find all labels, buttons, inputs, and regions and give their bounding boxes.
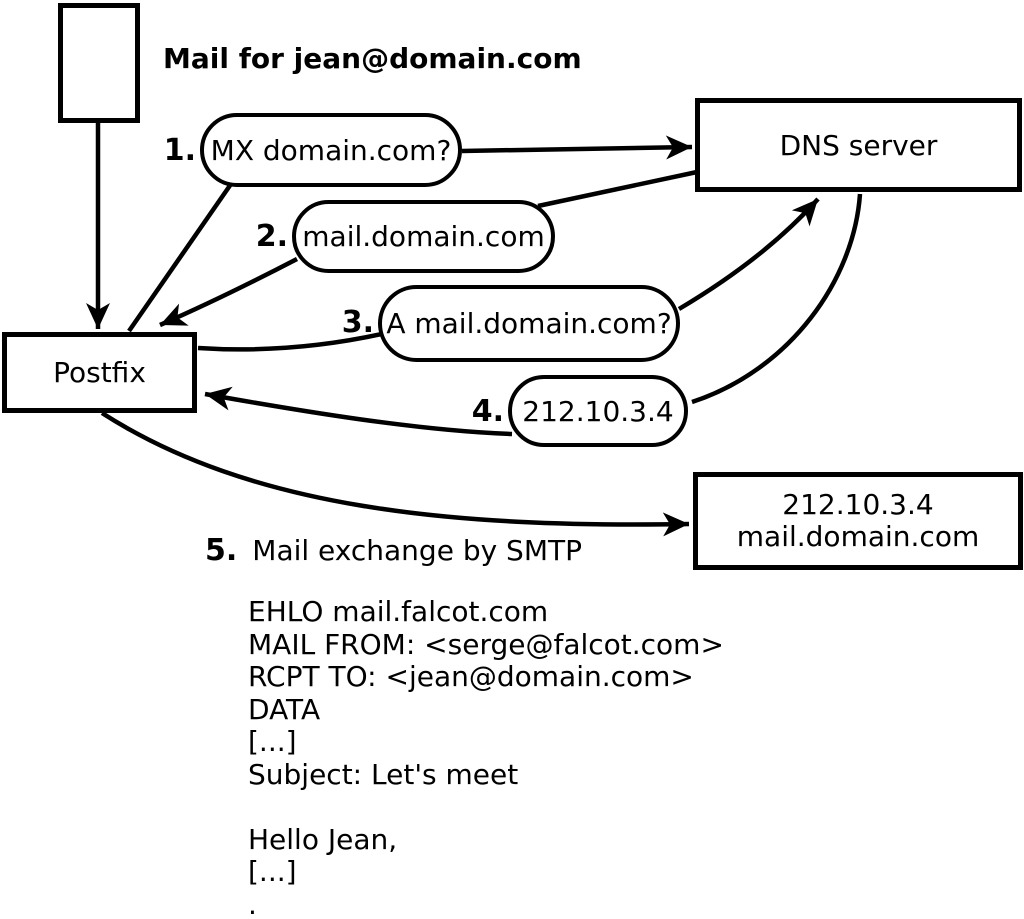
arrow-a-query-to-dns <box>677 197 820 311</box>
dns-server-label: DNS server <box>779 128 938 162</box>
step-1-label: MX domain.com? <box>210 133 452 167</box>
postfix-node: Postfix <box>2 332 197 413</box>
step-5-label: Mail exchange by SMTP <box>252 534 582 567</box>
smtp-session-transcript: EHLO mail.falcot.com MAIL FROM: <serge@f… <box>248 595 724 919</box>
diagram-title: Mail for jean@domain.com <box>163 42 582 75</box>
arrow-mx-answer-to-postfix <box>159 257 299 328</box>
arrow-postfix-to-mailserver-smtp <box>100 411 690 537</box>
arrow-mx-query-to-dns <box>461 135 693 160</box>
line-dns-to-a-answer <box>691 193 863 405</box>
step-2-label: mail.domain.com <box>302 220 545 253</box>
step-3-a-query-pill: A mail.domain.com? <box>378 285 680 362</box>
line-postfix-to-a-query <box>197 331 383 352</box>
step-2-number: 2. <box>255 219 288 254</box>
postfix-label: Postfix <box>53 356 146 389</box>
step-4-label: 212.10.3.4 <box>522 394 674 428</box>
step-1-number: 1. <box>163 133 196 168</box>
mail-server-hostname: mail.domain.com <box>736 520 980 553</box>
mail-server-node: 212.10.3.4 mail.domain.com <box>693 472 1023 570</box>
line-postfix-to-mx-query <box>127 182 233 333</box>
mail-server-ip: 212.10.3.4 <box>782 488 934 521</box>
line-dns-to-mx-answer <box>537 169 698 209</box>
step-5-caption: 5. Mail exchange by SMTP <box>205 533 582 568</box>
step-5-number: 5. <box>205 533 238 568</box>
step-3-label: A mail.domain.com? <box>386 307 672 340</box>
arrow-a-answer-to-postfix <box>204 386 513 437</box>
step-4-number: 4. <box>471 394 504 429</box>
dns-server-node: DNS server <box>695 98 1022 192</box>
step-4-a-answer-pill: 212.10.3.4 <box>508 375 688 447</box>
step-2-mx-answer-pill: mail.domain.com <box>292 200 555 273</box>
step-3-number: 3. <box>341 305 374 340</box>
step-1-mx-query-pill: MX domain.com? <box>200 113 462 187</box>
mail-message-shape <box>58 3 140 123</box>
